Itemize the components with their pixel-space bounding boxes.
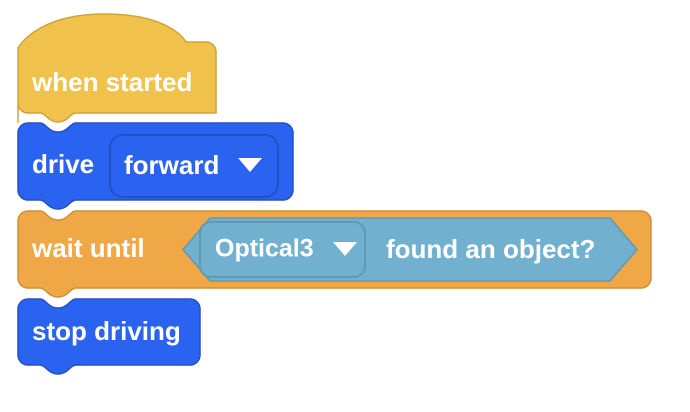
boolean-condition-label: found an object? [386,234,595,264]
stop-driving-shape[interactable] [17,298,201,375]
block-when-started[interactable]: when started [17,13,217,123]
when-started-label: when started [31,67,192,97]
optical-device-field-bg[interactable] [199,221,366,278]
drive-direction-field-bg[interactable] [109,134,279,198]
optical-device-value: Optical3 [215,235,314,263]
when-started-shape[interactable] [17,13,217,123]
drive-label: drive [32,149,94,179]
block-wait-until[interactable]: wait until Optical3 found an object? [17,210,652,298]
block-stop-driving[interactable]: stop driving [17,298,201,375]
optical-device-dropdown[interactable]: Optical3 [199,221,366,278]
drive-direction-value: forward [124,150,219,180]
boolean-optical-found-object[interactable]: Optical3 found an object? [182,217,638,282]
chevron-down-icon[interactable] [333,242,357,256]
wait-until-label: wait until [31,233,145,263]
drive-direction-dropdown[interactable]: forward [109,134,279,198]
block-drive[interactable]: drive forward [17,122,294,210]
chevron-down-icon[interactable] [238,158,262,172]
stop-driving-label: stop driving [32,316,181,346]
